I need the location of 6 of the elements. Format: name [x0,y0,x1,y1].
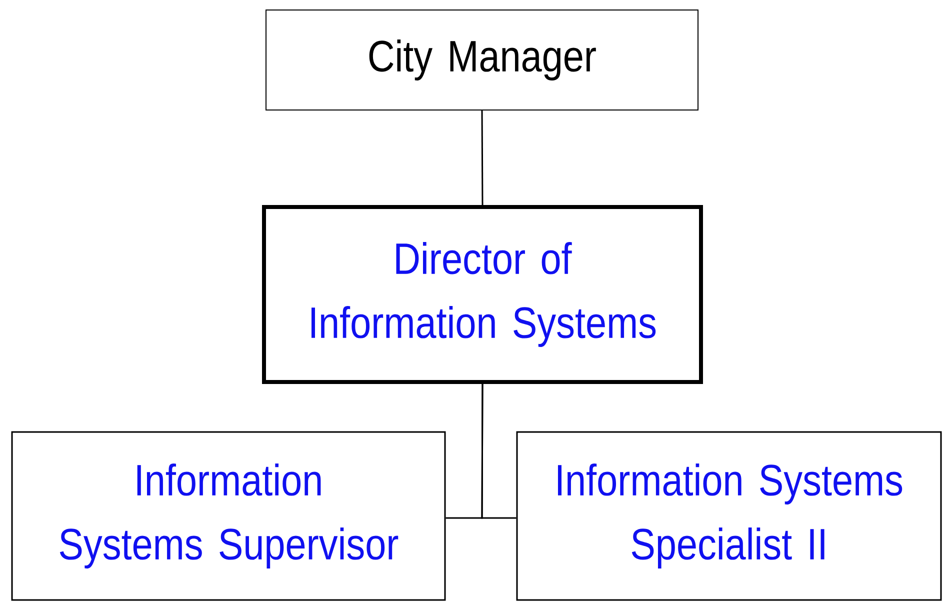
connector-line [481,384,516,519]
position-box: City Manager [266,10,698,110]
connector-line [481,110,484,205]
position-box: Director of Information Systems [262,205,703,384]
position-box: Information Systems Specialist II [516,431,942,601]
position-box: Information Systems Supervisor [11,431,446,601]
